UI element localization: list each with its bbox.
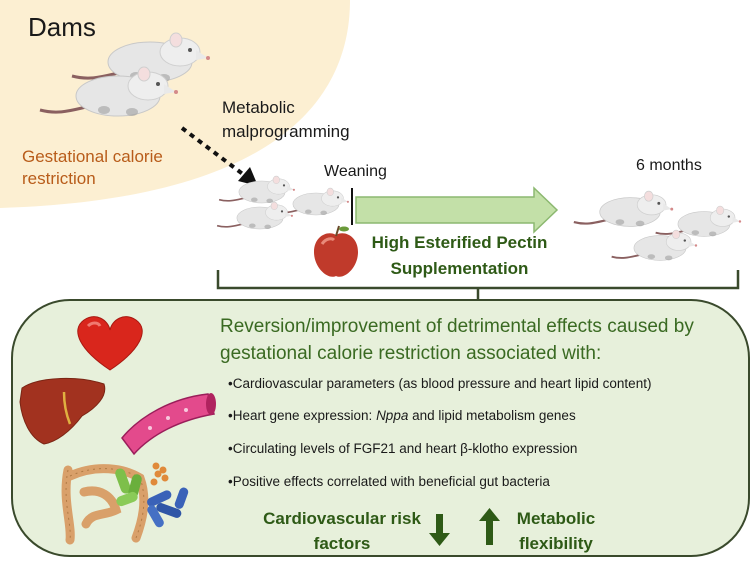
timeline-arrow (355, 186, 559, 234)
cardiovascular-risk-label: Cardiovascular risk factors (263, 509, 421, 553)
dams-caption: Gestational calorie restriction (22, 147, 163, 188)
effect-text: •Circulating levels of FGF21 and heart β… (228, 441, 578, 456)
bracket (216, 270, 740, 300)
effect-text: •Heart gene expression: (228, 408, 377, 423)
apple-icon (314, 225, 358, 277)
bacteria-icon (115, 462, 189, 528)
effect-item: •Circulating levels of FGF21 and heart β… (228, 441, 577, 456)
effect-text: •Positive effects correlated with benefi… (228, 474, 550, 489)
liver-icon (19, 377, 106, 445)
rat-icon (218, 175, 296, 204)
rat-icon (654, 205, 743, 238)
effect-gene: Nppa (376, 408, 409, 423)
rat-icon (572, 190, 675, 228)
effect-text-end: and lipid metabolism genes (408, 408, 576, 423)
effect-item: •Cardiovascular parameters (as blood pre… (228, 376, 651, 391)
rat-icon (216, 201, 294, 230)
metabolic-up-arrow (479, 508, 500, 545)
dams-background (0, 0, 350, 208)
effect-item: •Heart gene expression: Nppa and lipid m… (228, 408, 576, 423)
malprogramming-arrow (180, 126, 250, 180)
pectin-supplementation-label: High Esterified Pectin Supplementation (371, 233, 548, 278)
six-months-label: 6 months (636, 157, 702, 174)
effect-item: •Positive effects correlated with benefi… (228, 474, 550, 489)
effects-heading: Reversion/improvement of detrimental eff… (220, 316, 694, 364)
effects-panel (11, 299, 750, 557)
heart-icon (77, 316, 143, 371)
weaning-label: Weaning (324, 163, 387, 180)
effect-text: •Cardiovascular parameters (as blood pre… (228, 376, 652, 391)
cardio-down-arrow (429, 514, 450, 546)
malprogramming-label: Metabolic malprogramming (222, 98, 350, 141)
metabolic-flexibility-label: Metabolic flexibility (516, 509, 596, 553)
malprogramming-arrowhead (238, 167, 258, 186)
rat-icon (610, 229, 699, 262)
dams-title: Dams (28, 12, 96, 42)
artery-icon (121, 393, 216, 456)
